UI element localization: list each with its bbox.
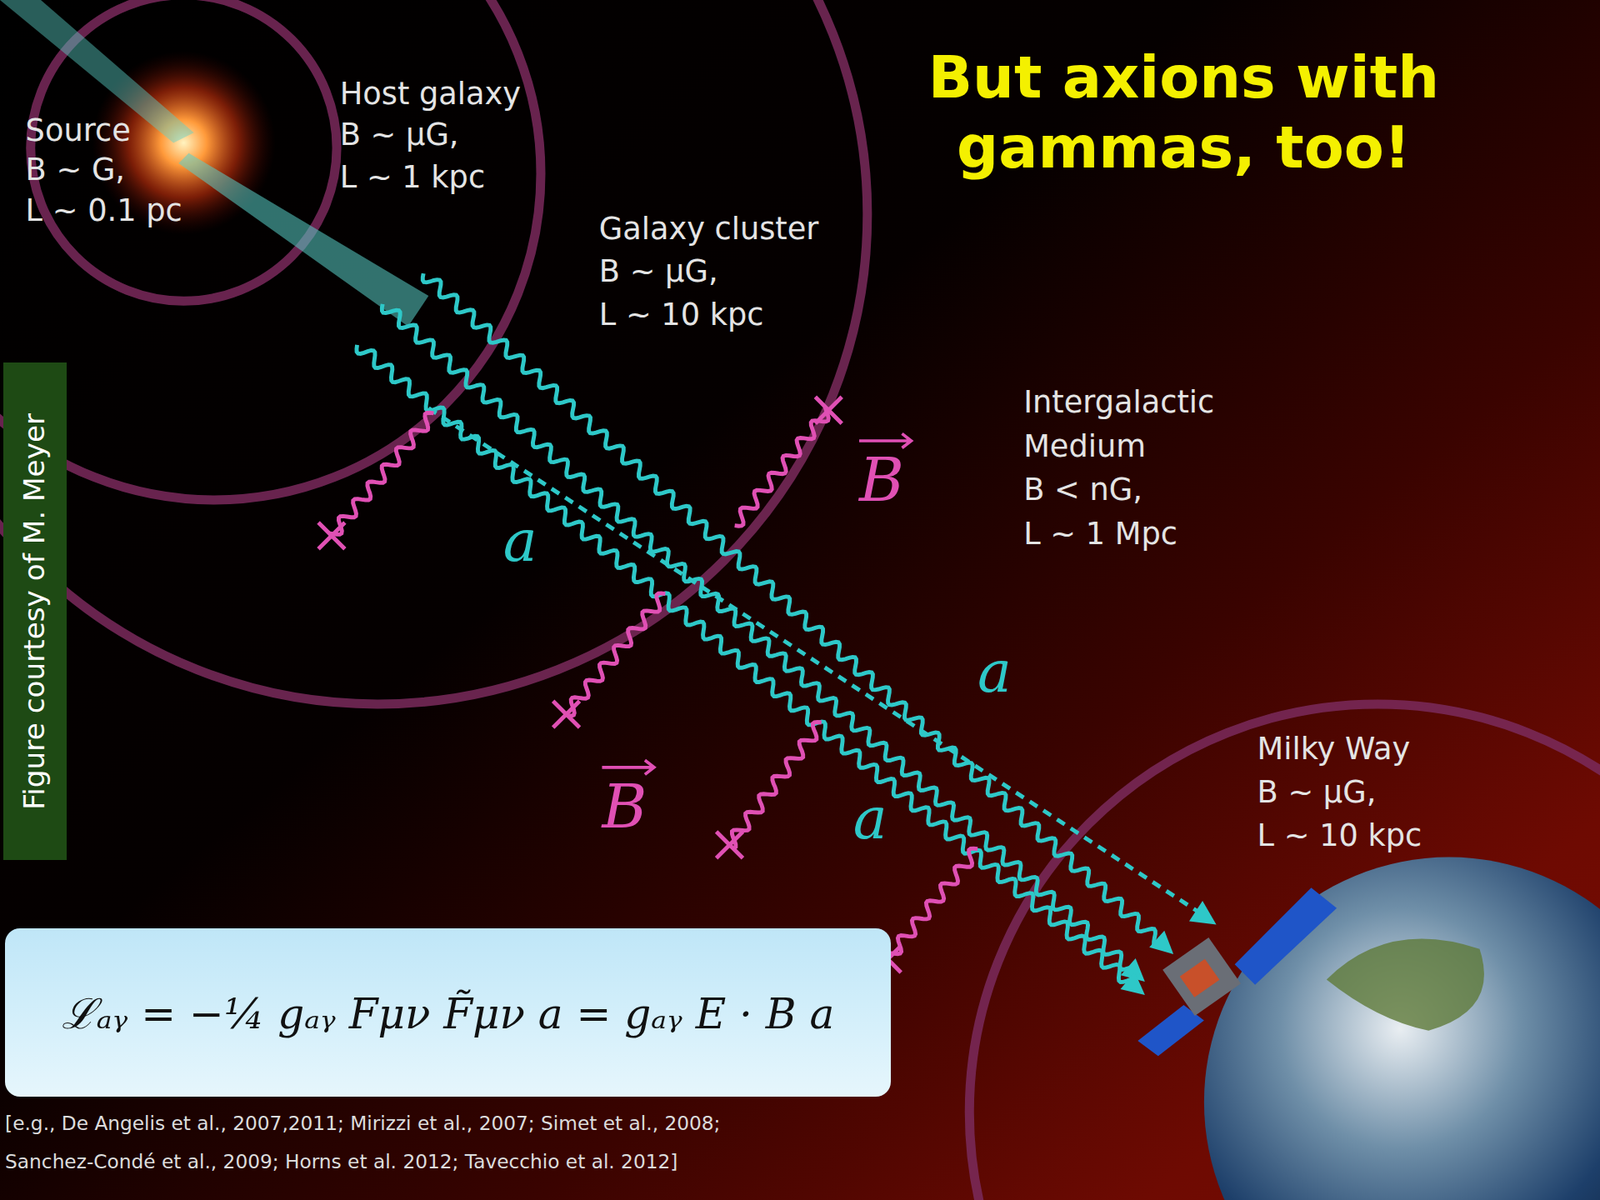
photon-wave xyxy=(356,345,1135,983)
satellite xyxy=(1137,887,1337,1056)
equation-text: ℒₐᵧ = −¼ gₐᵧ Fμν F̃μν a = gₐᵧ E · B a xyxy=(61,984,835,1041)
length-value: L ~ 10 kpc xyxy=(1257,819,1423,853)
region-label: Intergalactic xyxy=(1023,385,1215,420)
arrow-head xyxy=(1120,971,1145,995)
length-value: L ~ 0.1 pc xyxy=(25,194,183,228)
axion-symbol: a xyxy=(503,510,538,573)
length-value: L ~ 10 kpc xyxy=(599,298,765,332)
field-value: B < nG, xyxy=(1023,473,1143,507)
field-symbol: B xyxy=(601,773,647,841)
region-label: Host galaxy xyxy=(340,77,521,111)
photon-branch xyxy=(568,593,666,716)
field-value: B ~ µG, xyxy=(340,118,460,152)
absorption-cross xyxy=(716,831,744,859)
credit-label: Figure courtesy of M. Meyer xyxy=(19,412,51,810)
axion-line xyxy=(428,408,1202,915)
region-label: Milky Way xyxy=(1257,732,1411,766)
region-label: Medium xyxy=(1023,430,1146,464)
absorption-cross xyxy=(318,522,345,550)
length-value: L ~ 1 kpc xyxy=(340,160,485,195)
field-value: B ~ µG, xyxy=(1257,775,1377,810)
arrow-head xyxy=(1149,930,1174,955)
equation-box: ℒₐᵧ = −¼ gₐᵧ Fμν F̃μν a = gₐᵧ E · B a xyxy=(5,928,891,1097)
earth xyxy=(1204,857,1600,1200)
reference-note: [e.g., De Angelis et al., 2007,2011; Mir… xyxy=(5,1112,720,1135)
length-value: L ~ 1 Mpc xyxy=(1023,517,1178,551)
photon-branch xyxy=(731,722,821,849)
photon-branch xyxy=(329,412,435,535)
field-value: B ~ G, xyxy=(25,153,125,187)
field-value: B ~ µG, xyxy=(599,255,719,289)
axion-symbol: a xyxy=(853,787,888,850)
slide-title: But axions with gammas, too! xyxy=(883,42,1484,183)
photon-wave xyxy=(422,273,1155,946)
absorption-cross xyxy=(553,700,580,728)
photon-branch xyxy=(883,848,978,956)
photon-branch xyxy=(735,407,830,526)
axion-symbol: a xyxy=(977,640,1012,704)
region-label: Source xyxy=(25,114,131,148)
continent xyxy=(1326,939,1485,1031)
region-label: Galaxy cluster xyxy=(599,212,820,246)
absorption-cross xyxy=(815,396,842,424)
photon-wave xyxy=(381,304,1133,970)
field-symbol: B xyxy=(859,446,905,515)
reference-note: Sanchez-Condé et al., 2009; Horns et al.… xyxy=(5,1150,678,1173)
arrow-head xyxy=(1189,900,1217,925)
b-arrows xyxy=(601,433,911,775)
